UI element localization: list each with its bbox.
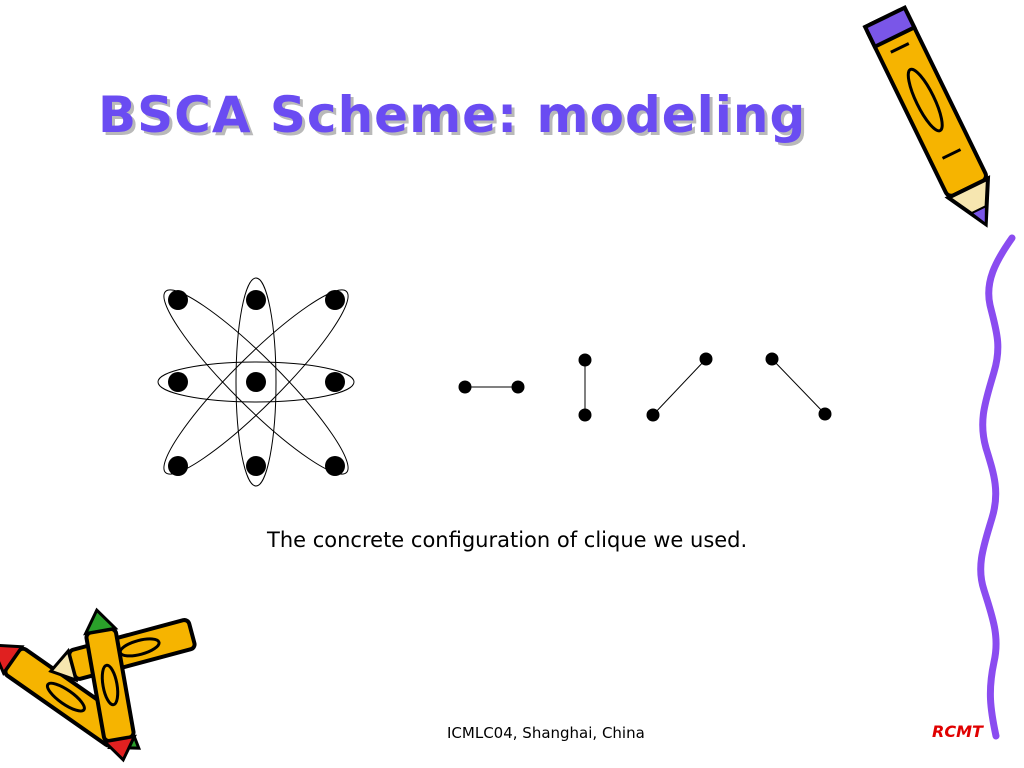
center-node (246, 372, 266, 392)
neighbor-node (168, 290, 188, 310)
clique-ellipse-diagonal-anti (163, 289, 349, 475)
slide-title: BSCA Scheme: modeling (98, 86, 807, 144)
clique-diagonal-up (646, 352, 713, 422)
clique-diagonal-down (765, 352, 832, 421)
clique-ellipse-diagonal-main (163, 289, 349, 475)
brand-label: RCMT (932, 722, 983, 741)
clique-vertical (578, 353, 592, 422)
clique-horizontal (458, 380, 525, 394)
clique-ellipse-horizontal (157, 361, 355, 403)
figure-caption: The concrete configuration of clique we … (267, 528, 748, 552)
neighbor-node (325, 372, 345, 392)
neighbor-node (325, 290, 345, 310)
neighbor-node (168, 372, 188, 392)
neighbor-node (246, 456, 266, 476)
footer-text: ICMLC04, Shanghai, China (447, 724, 645, 742)
clique-ellipse-vertical (235, 277, 277, 487)
neighbor-node (325, 456, 345, 476)
neighbor-node (168, 456, 188, 476)
neighbor-node (246, 290, 266, 310)
